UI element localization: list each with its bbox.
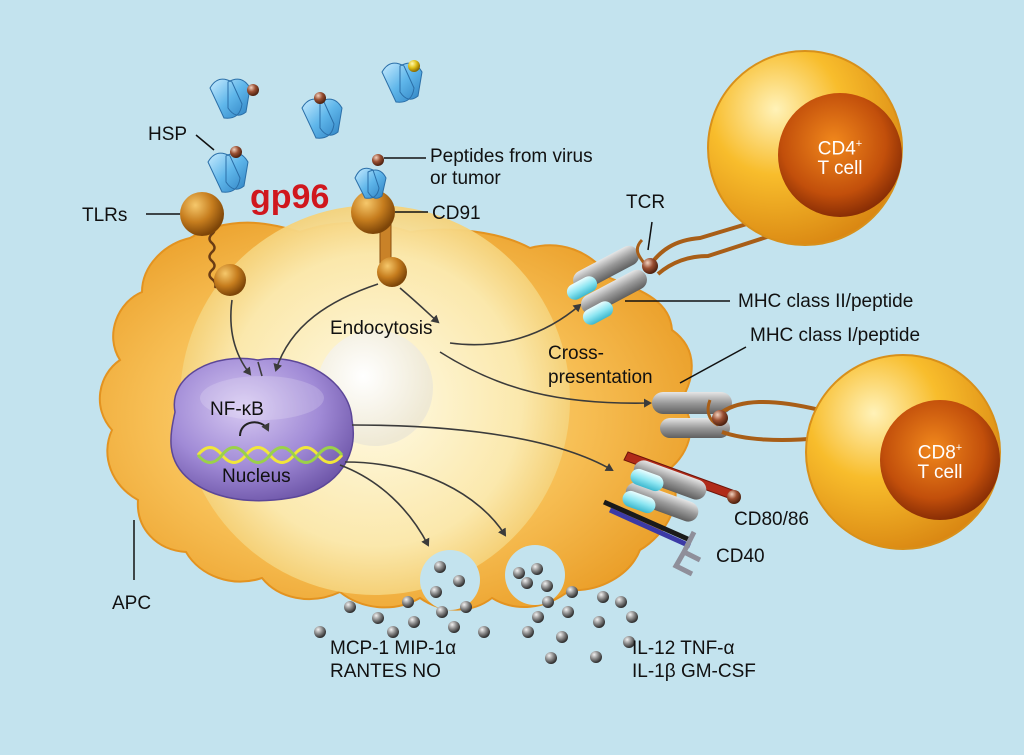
label-nucleus: Nucleus <box>222 466 291 487</box>
mhc-i-peptide-icon <box>712 410 728 426</box>
label-tcr: TCR <box>626 192 666 213</box>
mhc-class-ii-complex <box>566 245 647 325</box>
label-cd40: CD40 <box>716 546 765 567</box>
signaling-arrows <box>230 283 652 547</box>
cd8-t-cell <box>805 354 1001 550</box>
cd8-name: CD8 <box>917 442 956 464</box>
hsp-protein-icon <box>301 92 343 139</box>
label-peptides-line1: Peptides from virus <box>430 146 593 167</box>
cd4-t-cell <box>707 50 903 246</box>
label-chemokines-line1: MCP-1 MIP-1α <box>330 638 457 659</box>
label-cd91: CD91 <box>432 203 481 224</box>
cd91-inner-domain-icon <box>377 257 407 287</box>
hsp-protein-icon <box>209 78 259 119</box>
secreted-molecules <box>314 561 638 664</box>
label-apc: APC <box>112 593 152 614</box>
label-cd80-86: CD80/86 <box>734 509 809 530</box>
cd40-receptor-icon <box>602 499 702 577</box>
hsp-protein-icon <box>354 154 387 199</box>
cd8-sup: + <box>955 442 963 454</box>
mhc-class-i-complex <box>652 392 732 438</box>
cd4-sup: + <box>855 138 863 150</box>
hsp-protein-icon <box>207 146 249 193</box>
label-cytokines-line1: IL-12 TNF-α <box>632 638 735 659</box>
cd91-receptor-icon <box>351 190 395 234</box>
label-endocytosis: Endocytosis <box>330 318 433 339</box>
cd4-subtitle: T cell <box>817 158 863 180</box>
tlr-wavy-link <box>208 224 217 289</box>
tlr-inner-domain-icon <box>214 264 246 296</box>
label-tlrs: TLRs <box>82 205 128 226</box>
nfkb-curved-arrow-icon <box>239 421 270 437</box>
label-hsp: HSP <box>148 124 188 145</box>
label-mhc-class-ii: MHC class II/peptide <box>738 291 914 312</box>
label-cross-line1: Cross- <box>548 343 604 364</box>
cd4-t-cell-label: CD4+ T cell <box>780 134 900 179</box>
label-mhc-class-i: MHC class I/peptide <box>750 325 921 346</box>
mhc-ii-peptide-icon <box>642 258 658 274</box>
hsp-protein-icon <box>381 60 423 103</box>
diagram-title: gp96 <box>250 178 330 216</box>
cd8-subtitle: T cell <box>917 462 963 484</box>
label-nfkb: NF-κB <box>210 399 264 420</box>
leader-lines <box>133 134 747 580</box>
label-cross-line2: presentation <box>548 367 653 388</box>
label-chemokines-line2: RANTES NO <box>330 661 441 682</box>
cd80-86-complex <box>622 451 741 522</box>
label-cytokines-line2: IL-1β GM-CSF <box>632 661 756 682</box>
dna-helix-icon <box>196 446 344 464</box>
cd8-t-cell-label: CD8+ T cell <box>880 438 1000 483</box>
label-peptides-line2: or tumor <box>430 168 501 189</box>
cd4-name: CD4 <box>817 138 856 160</box>
tlr-receptor-icon <box>180 192 224 236</box>
